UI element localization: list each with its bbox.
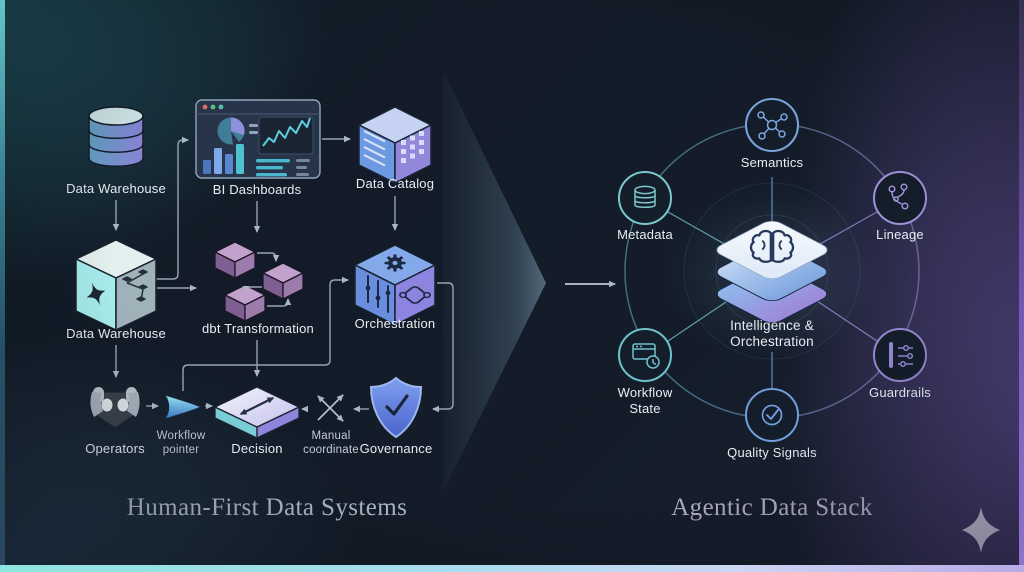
workflow-state-node bbox=[618, 328, 672, 382]
guardrails-icon bbox=[889, 342, 914, 368]
semantics-node bbox=[745, 98, 799, 152]
label-workflow-state-line1: Workflow bbox=[617, 385, 673, 400]
bottom-accent-bar bbox=[0, 565, 1024, 572]
quality-signals-icon bbox=[761, 404, 783, 426]
label-workflow-pointer: Workflow pointer bbox=[157, 429, 206, 457]
label-data-catalog: Data Catalog bbox=[355, 176, 435, 191]
metadata-node bbox=[618, 171, 672, 225]
intelligence-stack-icon bbox=[716, 221, 828, 324]
data-warehouse-engine-icon bbox=[75, 239, 157, 331]
label-workflow-state-line2: State bbox=[629, 401, 661, 416]
data-warehouse-db-icon bbox=[88, 106, 144, 167]
transition-chevron bbox=[443, 70, 546, 492]
label-manual-line1: Manual bbox=[311, 430, 351, 442]
label-metadata: Metadata bbox=[617, 227, 673, 242]
lineage-node bbox=[873, 171, 927, 225]
metadata-icon bbox=[634, 185, 656, 208]
semantics-icon bbox=[757, 111, 788, 140]
sparkle-icon bbox=[962, 507, 1000, 553]
manual-coordinate-icon bbox=[317, 394, 344, 422]
data-catalog-icon bbox=[358, 106, 432, 184]
bi-dashboards-icon bbox=[195, 99, 321, 179]
quality-signals-node bbox=[745, 388, 799, 442]
label-data-warehouse-db: Data Warehouse bbox=[66, 181, 166, 196]
label-quality-signals: Quality Signals bbox=[727, 445, 817, 460]
label-workflow-state: Workflow State bbox=[618, 385, 673, 417]
label-lineage: Lineage bbox=[876, 227, 924, 242]
left-section-title: Human-First Data Systems bbox=[126, 494, 408, 521]
governance-icon bbox=[369, 376, 423, 439]
label-governance: Governance bbox=[359, 441, 433, 456]
label-manual-coordinate: Manual coordinate bbox=[303, 429, 359, 457]
workflow-state-icon bbox=[632, 343, 660, 369]
label-workflow-pointer-line1: Workflow bbox=[156, 430, 206, 442]
label-manual-line2: coordinate bbox=[303, 444, 359, 456]
connector-lines bbox=[112, 135, 454, 413]
label-semantics: Semantics bbox=[740, 155, 804, 170]
label-center-line2: Orchestration bbox=[730, 334, 814, 349]
label-workflow-pointer-line2: pointer bbox=[162, 444, 200, 456]
label-guardrails: Guardrails bbox=[869, 385, 931, 400]
operators-icon bbox=[90, 387, 140, 429]
label-center-line1: Intelligence & bbox=[730, 318, 814, 333]
label-decision: Decision bbox=[231, 441, 283, 456]
label-dbt-transformation: dbt Transformation bbox=[202, 321, 314, 336]
right-section-title: Agentic Data Stack bbox=[671, 494, 873, 521]
workflow-pointer-icon bbox=[163, 394, 203, 420]
label-operators: Operators bbox=[85, 441, 145, 456]
label-bi-dashboards: BI Dashboards bbox=[212, 182, 302, 197]
right-edge-accent bbox=[1019, 0, 1024, 565]
label-orchestration: Orchestration bbox=[354, 316, 436, 331]
label-intelligence-orchestration: Intelligence & Orchestration bbox=[730, 318, 814, 350]
orchestration-icon bbox=[354, 244, 436, 326]
guardrails-node bbox=[873, 328, 927, 382]
lineage-icon bbox=[888, 183, 909, 210]
left-edge-accent bbox=[0, 0, 5, 565]
label-data-warehouse-engine: Data Warehouse bbox=[66, 326, 166, 341]
decision-icon bbox=[214, 386, 300, 439]
dbt-transformation-icon bbox=[214, 241, 304, 322]
brain-icon bbox=[749, 229, 795, 263]
